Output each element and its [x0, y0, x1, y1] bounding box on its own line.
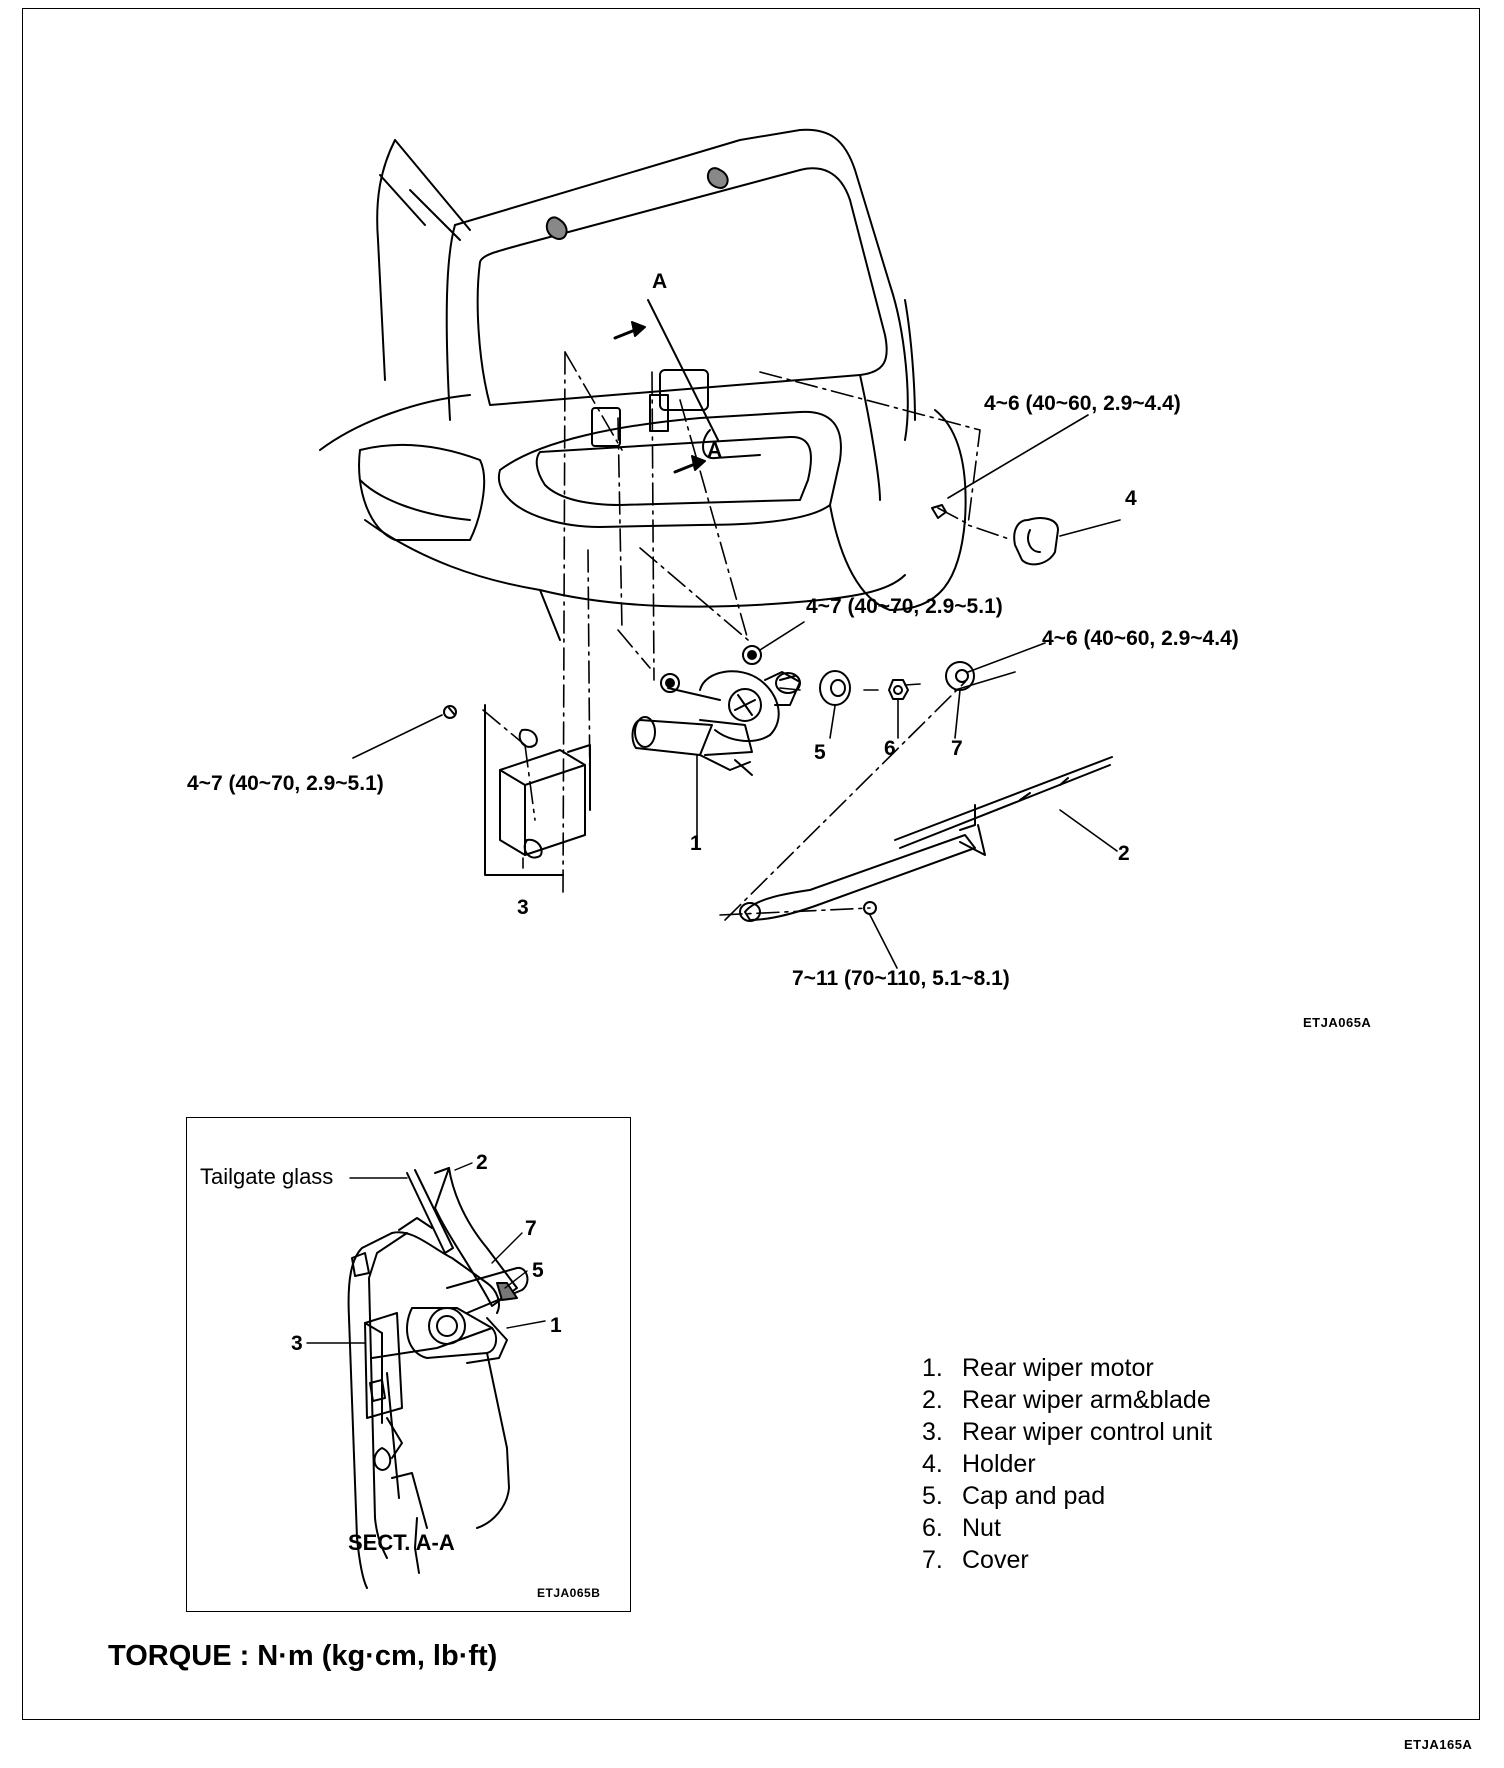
nut	[888, 679, 909, 700]
legend-item: 3.Rear wiper control unit	[922, 1418, 1213, 1446]
torque-motor-upper: 4~7 (40~70, 2.9~5.1)	[806, 595, 1003, 618]
legend-item: 5.Cap and pad	[922, 1482, 1106, 1510]
page-code: ETJA165A	[1404, 1737, 1473, 1752]
section-marker-bottom: A	[707, 439, 723, 462]
inset-number-3: 3	[291, 1332, 303, 1355]
torque-arm-nut: 7~11 (70~110, 5.1~8.1)	[792, 967, 1010, 990]
part-number-2: 2	[1118, 842, 1130, 865]
parts-legend: 1.Rear wiper motor 2.Rear wiper arm&blad…	[922, 1352, 1212, 1576]
motor-bolt-left	[660, 673, 680, 693]
motor-bolt-top	[742, 645, 762, 665]
page-frame	[22, 8, 1480, 1720]
cap-and-pad	[819, 670, 851, 706]
part-number-1: 1	[690, 832, 702, 855]
legend-item: 2.Rear wiper arm&blade	[922, 1386, 1211, 1414]
vehicle-body	[319, 128, 967, 641]
part-number-3: 3	[517, 896, 529, 919]
part-number-4: 4	[1125, 487, 1137, 510]
inset-number-7: 7	[525, 1217, 537, 1240]
section-a-a-drawing	[306, 1162, 546, 1589]
part-number-6: 6	[884, 737, 896, 760]
torque-motor-nut: 4~6 (40~60, 2.9~4.4)	[1042, 627, 1239, 650]
legend-item: 1.Rear wiper motor	[922, 1354, 1154, 1382]
inset-number-5: 5	[532, 1259, 544, 1282]
torque-unit-note: TORQUE : N·m (kg·cm, lb·ft)	[108, 1640, 498, 1672]
holder-bolt	[931, 504, 947, 519]
label-leaders	[352, 414, 1121, 969]
legend-item: 7.Cover	[922, 1546, 1029, 1574]
rear-wiper-control-unit	[484, 704, 591, 876]
arm-nut	[863, 901, 877, 915]
holder	[1013, 517, 1059, 566]
section-marker-top: A	[652, 270, 668, 293]
rear-wiper-motor	[631, 670, 801, 776]
legend-item: 4.Holder	[922, 1450, 1036, 1478]
inset-number-1: 1	[550, 1314, 562, 1337]
legend-item: 6.Nut	[922, 1514, 1001, 1542]
section-title: SECT. A-A	[348, 1530, 455, 1555]
section-a-a-inset: Tailgate glass 2 7 5 1 3 SECT. A-A ETJA0…	[186, 1117, 631, 1612]
control-unit-bolt	[443, 705, 457, 719]
torque-holder-bolt: 4~6 (40~60, 2.9~4.4)	[984, 392, 1181, 415]
figure-code-main: ETJA065A	[1303, 1015, 1372, 1030]
rear-wiper-arm-blade	[739, 756, 1113, 922]
inset-number-2: 2	[476, 1151, 488, 1174]
torque-control-unit: 4~7 (40~70, 2.9~5.1)	[187, 772, 384, 795]
figure-code-inset: ETJA065B	[537, 1586, 601, 1600]
part-number-5: 5	[814, 741, 826, 764]
tailgate-glass-label: Tailgate glass	[200, 1164, 334, 1189]
part-number-7: 7	[951, 737, 963, 760]
